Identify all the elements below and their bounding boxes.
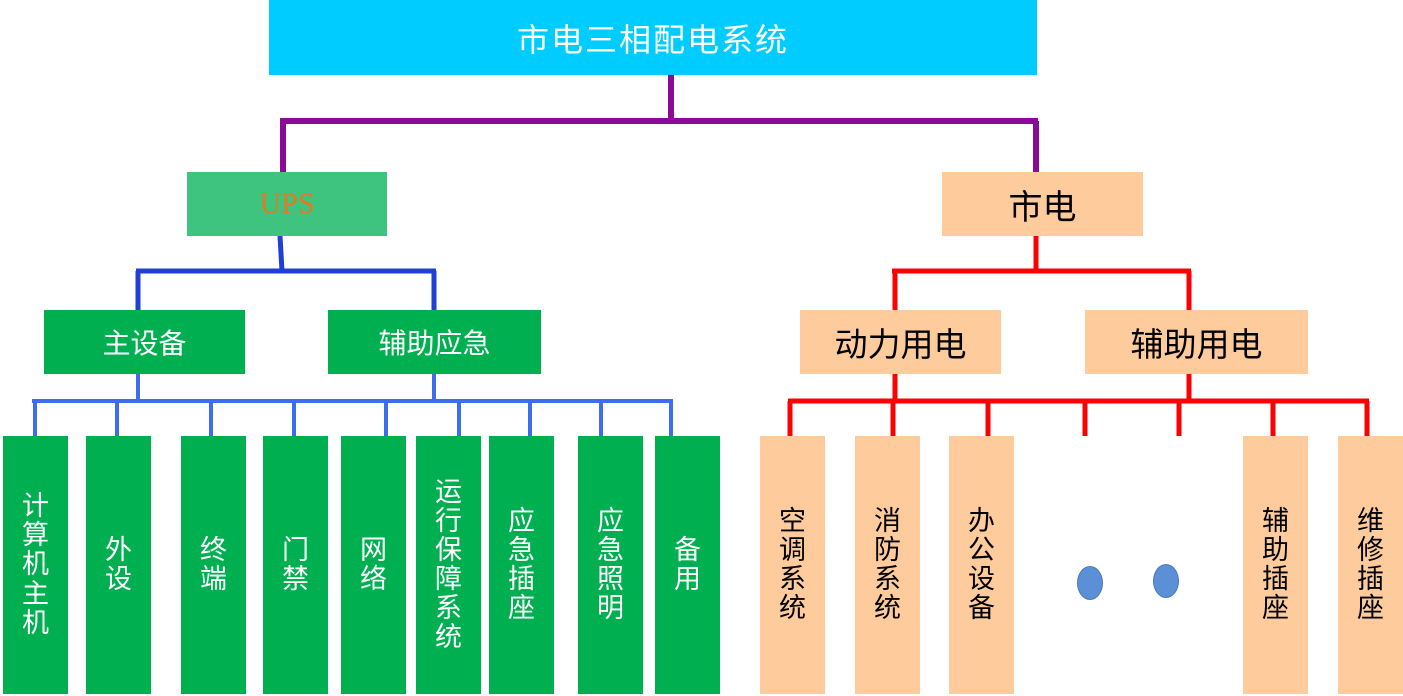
ellipsis-dot (1077, 566, 1103, 600)
leaf-label: 应急照明 (597, 505, 624, 625)
leaf-peripherals: 外设 (86, 436, 151, 694)
power-electricity-node: 动力用电 (800, 310, 1001, 374)
leaf-maintenance-socket: 维修插座 (1338, 436, 1403, 694)
leaf-access-control: 门禁 (263, 436, 328, 694)
root-connectors (280, 75, 1039, 172)
aux-emergency-label: 辅助应急 (378, 327, 491, 360)
leaf-computer-host: 计算机主机 (3, 436, 68, 694)
leaf-emergency-socket: 应急插座 (489, 436, 554, 694)
leaf-label: 终端 (200, 534, 227, 595)
left-connectors (135, 235, 437, 310)
ups-label: UPS (259, 187, 315, 220)
leaf-network: 网络 (341, 436, 406, 694)
left-leaf-connectors (32, 374, 673, 436)
leaf-office-equipment: 办公设备 (949, 436, 1014, 694)
leaf-label: 外设 (105, 534, 132, 595)
main-equipment-label: 主设备 (102, 327, 187, 360)
aux-electricity-node: 辅助用电 (1085, 310, 1308, 374)
leaf-label: 运行保障系统 (435, 476, 462, 654)
aux-emergency-node: 辅助应急 (328, 310, 541, 374)
leaf-aux-socket: 辅助插座 (1243, 436, 1308, 694)
root-label: 市电三相配电系统 (516, 20, 789, 59)
leaf-terminals: 终端 (181, 436, 246, 694)
leaf-fire-system: 消防系统 (855, 436, 920, 694)
leaf-spare: 备用 (655, 436, 720, 694)
leaf-label: 办公设备 (968, 505, 995, 625)
leaf-air-conditioning: 空调系统 (760, 436, 825, 694)
ups-node: UPS (187, 172, 387, 236)
main-equipment-node: 主设备 (44, 310, 245, 374)
mains-node: 市电 (942, 172, 1143, 236)
leaf-label: 消防系统 (874, 505, 901, 625)
leaf-operation-support: 运行保障系统 (416, 436, 481, 694)
power-electricity-label: 动力用电 (834, 325, 967, 364)
leaf-label: 维修插座 (1357, 505, 1384, 625)
leaf-label: 门禁 (282, 534, 309, 595)
leaf-label: 网络 (360, 534, 387, 595)
leaf-emergency-lighting: 应急照明 (578, 436, 643, 694)
mains-label: 市电 (1008, 187, 1077, 228)
leaf-label: 应急插座 (508, 505, 535, 625)
leaf-label: 备用 (674, 534, 701, 595)
leaf-label: 空调系统 (779, 505, 806, 625)
right-connectors (787, 236, 1370, 436)
leaf-label: 计算机主机 (22, 491, 49, 639)
leaf-label: 辅助插座 (1262, 505, 1289, 625)
aux-electricity-label: 辅助用电 (1130, 325, 1263, 364)
root-node: 市电三相配电系统 (269, 0, 1037, 75)
ups-stem-line (277, 235, 285, 272)
ellipsis-dot (1153, 564, 1179, 598)
